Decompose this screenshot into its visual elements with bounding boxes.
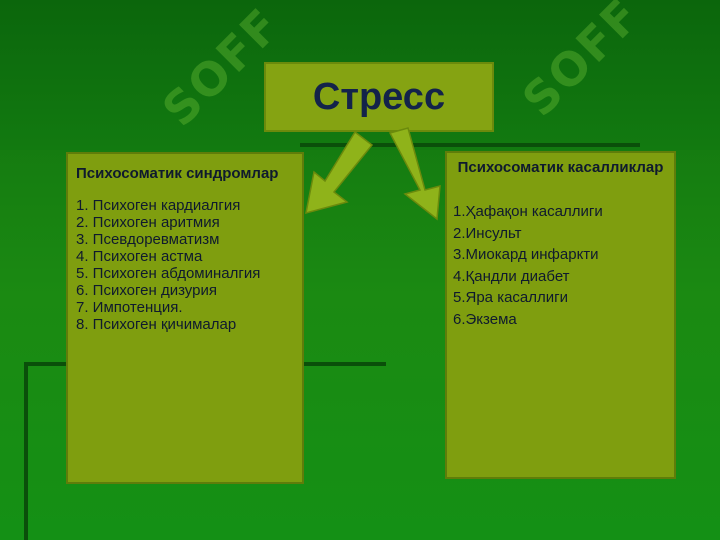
- divider-line: [300, 143, 640, 147]
- list-item: 7. Импотенция.: [76, 299, 183, 316]
- list-item: 6. Психоген дизурия: [76, 282, 217, 299]
- psychosomatic-diseases-box: Психосоматик касалликлар 1.Ҳафақон касал…: [445, 151, 676, 479]
- list-item: 4. Психоген астма: [76, 248, 203, 265]
- list-item: 3.Миокард инфаркти: [453, 246, 599, 263]
- list-item: 5.Яра касаллиги: [453, 289, 569, 306]
- arrow-right: [388, 127, 441, 221]
- syndromes-heading: Психосоматик синдромлар: [76, 165, 279, 182]
- divider-line: [24, 362, 28, 540]
- list-item: 4.Қандли диабет: [453, 267, 570, 285]
- list-item: 6.Экзема: [453, 310, 517, 328]
- list-item: 3. Псевдоревматизм: [76, 231, 220, 248]
- page-title: Стресс: [312, 75, 446, 118]
- list-item: 5. Психоген абдоминалгия: [76, 265, 261, 282]
- arrow-left: [305, 130, 374, 215]
- stress-title-box: Стресс: [264, 62, 494, 132]
- list-item: 1. Психоген кардиалгия: [76, 197, 241, 214]
- list-item: 2.Инсульт: [453, 224, 522, 242]
- list-item: 2. Психоген аритмия: [76, 214, 220, 231]
- diseases-heading: Психосоматик касалликлар: [457, 159, 664, 176]
- list-item: 1.Ҳафақон касаллиги: [453, 203, 603, 220]
- psychosomatic-syndromes-box: Психосоматик синдромлар 1. Психоген кард…: [66, 152, 304, 484]
- syndromes-list: 1. Психоген кардиалгия 2. Психоген аритм…: [76, 197, 294, 333]
- diseases-list: 1.Ҳафақон касаллиги 2.Инсульт 3.Миокард …: [453, 201, 668, 330]
- list-item: 8. Психоген қичималар: [76, 316, 237, 333]
